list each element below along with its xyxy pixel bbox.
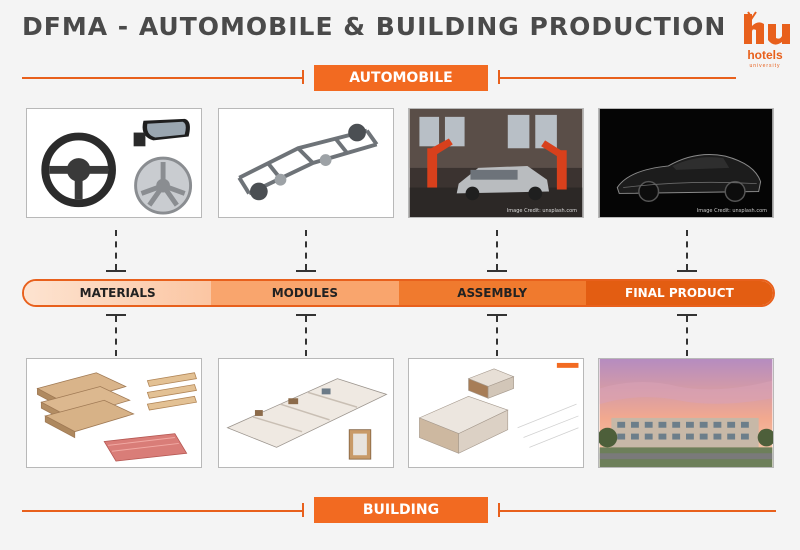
logo-mark-icon [744,11,790,45]
connector-assembly-bottom-bar [487,314,507,316]
bottom-divider-left [22,510,302,512]
car-assembly-panel: Image Credit: unsplash.com [408,108,584,218]
timber-materials-image [27,359,201,467]
process-stages-bar: MATERIALS MODULES ASSEMBLY FINAL PRODUCT [22,279,775,307]
final-car-image-credit: Image Credit: unsplash.com [696,208,767,214]
stage-final-product: FINAL PRODUCT [585,281,773,305]
bottom-divider-left-tick [302,503,304,517]
bottom-divider-right [500,510,776,512]
car-parts-image [27,109,201,217]
connector-materials-top [115,230,117,270]
top-divider-left-tick [302,70,304,84]
connector-materials-bottom [115,316,117,356]
building-modules-panel [218,358,394,468]
top-divider-right [500,77,736,79]
assembly-image-credit: Image Credit: unsplash.com [506,208,577,214]
car-assembly-line-image [409,109,583,217]
modular-assembly-panel [408,358,584,468]
page-title: DFMA - AUTOMOBILE & BUILDING PRODUCTION [22,12,727,41]
stage-assembly: ASSEMBLY [398,281,586,305]
connector-assembly-top-bar [487,270,507,272]
stage-materials: MATERIALS [24,281,212,305]
logo-subtitle: university [749,63,781,69]
building-modules-image [219,359,393,467]
connector-modules-bottom [305,316,307,356]
building-section-label: BUILDING [314,497,488,523]
finished-car-image [599,109,773,217]
connector-assembly-top [496,230,498,270]
automobile-section-label: AUTOMOBILE [314,65,488,91]
car-chassis-image [219,109,393,217]
timber-materials-panel [26,358,202,468]
stage-modules: MODULES [211,281,399,305]
connector-assembly-bottom [496,316,498,356]
connector-modules-top-bar [296,270,316,272]
car-parts-panel [26,108,202,218]
connector-modules-top [305,230,307,270]
final-car-panel: Image Credit: unsplash.com [598,108,774,218]
hotels-university-logo: hotels university [738,10,792,76]
connector-final-top [686,230,688,270]
logo-wordmark: hotels [747,48,783,62]
finished-building-image [599,359,773,467]
connector-materials-top-bar [106,270,126,272]
finished-building-panel [598,358,774,468]
top-divider-left [22,77,302,79]
car-chassis-panel [218,108,394,218]
top-divider-right-tick [498,70,500,84]
modular-assembly-image [409,359,583,467]
connector-final-bottom [686,316,688,356]
connector-materials-bottom-bar [106,314,126,316]
bottom-divider-right-tick [498,503,500,517]
connector-modules-bottom-bar [296,314,316,316]
connector-final-bottom-bar [677,314,697,316]
connector-final-top-bar [677,270,697,272]
